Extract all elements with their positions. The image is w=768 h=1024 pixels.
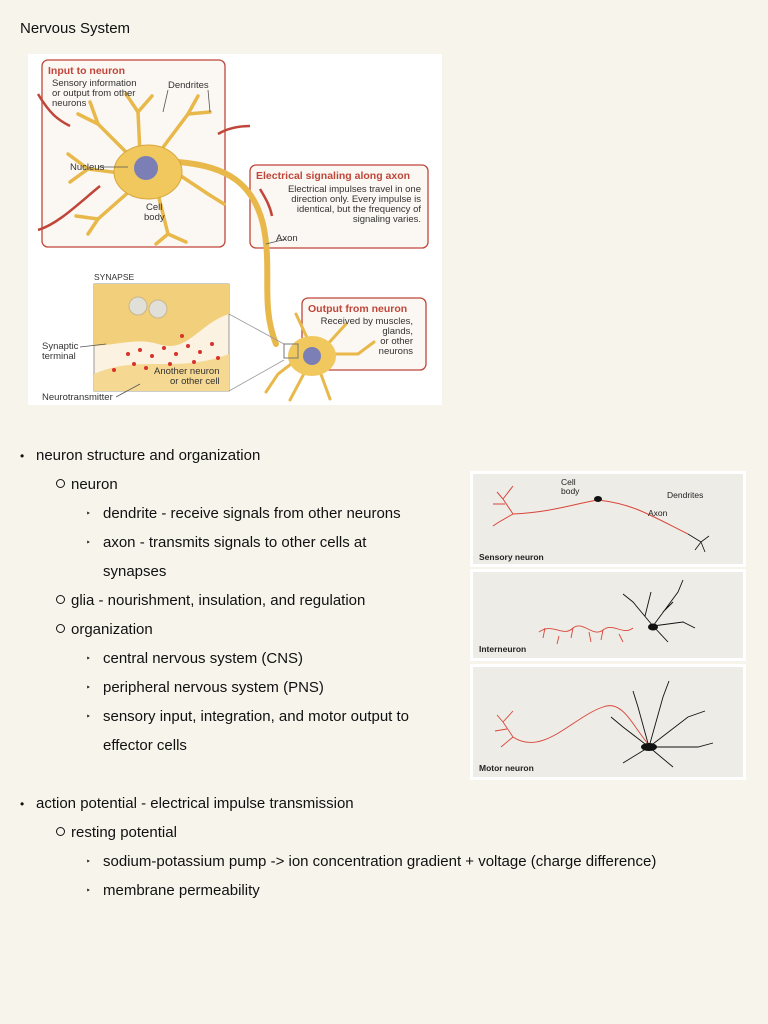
motor-neuron-label: Motor neuron bbox=[479, 763, 534, 773]
list-item: ‣sodium-potassium pump -> ion concentrat… bbox=[86, 853, 657, 870]
neurotransmitter-dots bbox=[112, 334, 220, 372]
cell-body-label-2: body bbox=[144, 212, 165, 223]
synaptic-terminal-label-1: Synaptic bbox=[42, 341, 79, 352]
neurotransmitter-label: Neurotransmitter bbox=[42, 392, 113, 403]
zoom-square bbox=[283, 343, 299, 359]
dendrites-label: Dendrites bbox=[168, 80, 209, 91]
motor-axon-shape bbox=[494, 705, 650, 748]
another-neuron-label-1: Another neuron bbox=[154, 366, 220, 377]
axon-label: Axon bbox=[276, 233, 298, 244]
list-item: ‣membrane permeability bbox=[86, 882, 260, 899]
vesicles-shape bbox=[128, 296, 168, 319]
list-item: •action potential - electrical impulse t… bbox=[20, 795, 354, 812]
list-item: ‣central nervous system (CNS) bbox=[86, 650, 304, 667]
list-item: ‣sensory input, integration, and motor o… bbox=[86, 708, 410, 725]
axon-shape bbox=[175, 159, 279, 347]
interneuron-label: Interneuron bbox=[479, 644, 526, 654]
zoom-lines bbox=[228, 313, 285, 392]
output-desc-1: Received by muscles, bbox=[321, 316, 413, 327]
sensory-cell-body-label-2: body bbox=[561, 486, 580, 496]
nucleus-shape bbox=[134, 156, 158, 180]
sensory-dendrites-label: Dendrites bbox=[667, 490, 703, 500]
list-item: ‣dendrite - receive signals from other n… bbox=[86, 505, 401, 522]
sensory-neuron-label: Sensory neuron bbox=[479, 552, 544, 562]
output-title: Output from neuron bbox=[308, 303, 407, 315]
synapse-label: SYNAPSE bbox=[94, 272, 134, 282]
motor-dendrite-shape bbox=[610, 680, 714, 768]
list-item: neuron bbox=[56, 476, 118, 493]
input-desc-1: Sensory information bbox=[52, 78, 136, 89]
list-item: resting potential bbox=[56, 824, 177, 841]
cell-body-label-1: Cell bbox=[146, 202, 162, 213]
list-item: organization bbox=[56, 621, 153, 638]
axon-callout-box bbox=[249, 164, 429, 249]
sensory-cell-body-label-1: Cell bbox=[561, 477, 576, 487]
output-desc-3: or other bbox=[380, 336, 413, 347]
input-desc-3: neurons bbox=[52, 98, 87, 109]
interneuron-panel: Interneuron bbox=[470, 569, 746, 661]
list-item: glia - nourishment, insulation, and regu… bbox=[56, 592, 365, 609]
page-title: Nervous System bbox=[20, 20, 131, 37]
input-desc-2: or output from other bbox=[52, 88, 135, 99]
output-nucleus-shape bbox=[303, 347, 321, 365]
sensory-neuron-panel: Cell body Dendrites Axon Sensory neuron bbox=[470, 471, 746, 567]
input-title: Input to neuron bbox=[48, 65, 125, 77]
axon-desc-2: direction only. Every impulse is bbox=[291, 194, 421, 205]
list-item-continuation: synapses bbox=[103, 563, 167, 580]
list-item: •neuron structure and organization bbox=[20, 447, 261, 464]
interneuron-dendrite-shape bbox=[622, 579, 696, 643]
motor-neuron-panel: Motor neuron bbox=[470, 664, 746, 780]
output-desc-4: neurons bbox=[379, 346, 414, 357]
nucleus-label: Nucleus bbox=[70, 162, 105, 173]
neuron-diagram: Input to neuron Sensory information or o… bbox=[28, 54, 442, 405]
list-item-continuation: effector cells bbox=[103, 737, 187, 754]
sensory-axon-label: Axon bbox=[648, 508, 668, 518]
sensory-terminal bbox=[687, 533, 710, 553]
list-item: ‣peripheral nervous system (PNS) bbox=[86, 679, 324, 696]
axon-desc-4: signaling varies. bbox=[353, 214, 421, 225]
output-desc-2: glands, bbox=[382, 326, 413, 337]
input-arrows bbox=[36, 93, 251, 232]
axon-desc-1: Electrical impulses travel in one bbox=[288, 184, 421, 195]
interneuron-axon-shape bbox=[538, 625, 634, 645]
axon-desc-3: identical, but the frequency of bbox=[297, 204, 421, 215]
list-item: ‣axon - transmits signals to other cells… bbox=[86, 534, 367, 551]
interneuron-cell-body bbox=[648, 623, 658, 631]
synaptic-terminal-label-2: terminal bbox=[42, 351, 76, 362]
axon-callout-title: Electrical signaling along axon bbox=[256, 170, 410, 182]
signal-arrow bbox=[258, 188, 274, 217]
sensory-cell-body bbox=[594, 496, 602, 502]
leader-lines bbox=[79, 89, 287, 398]
motor-cell-body bbox=[641, 743, 657, 751]
another-neuron-label-2: or other cell bbox=[170, 376, 220, 387]
dendrites-shape bbox=[66, 92, 226, 246]
